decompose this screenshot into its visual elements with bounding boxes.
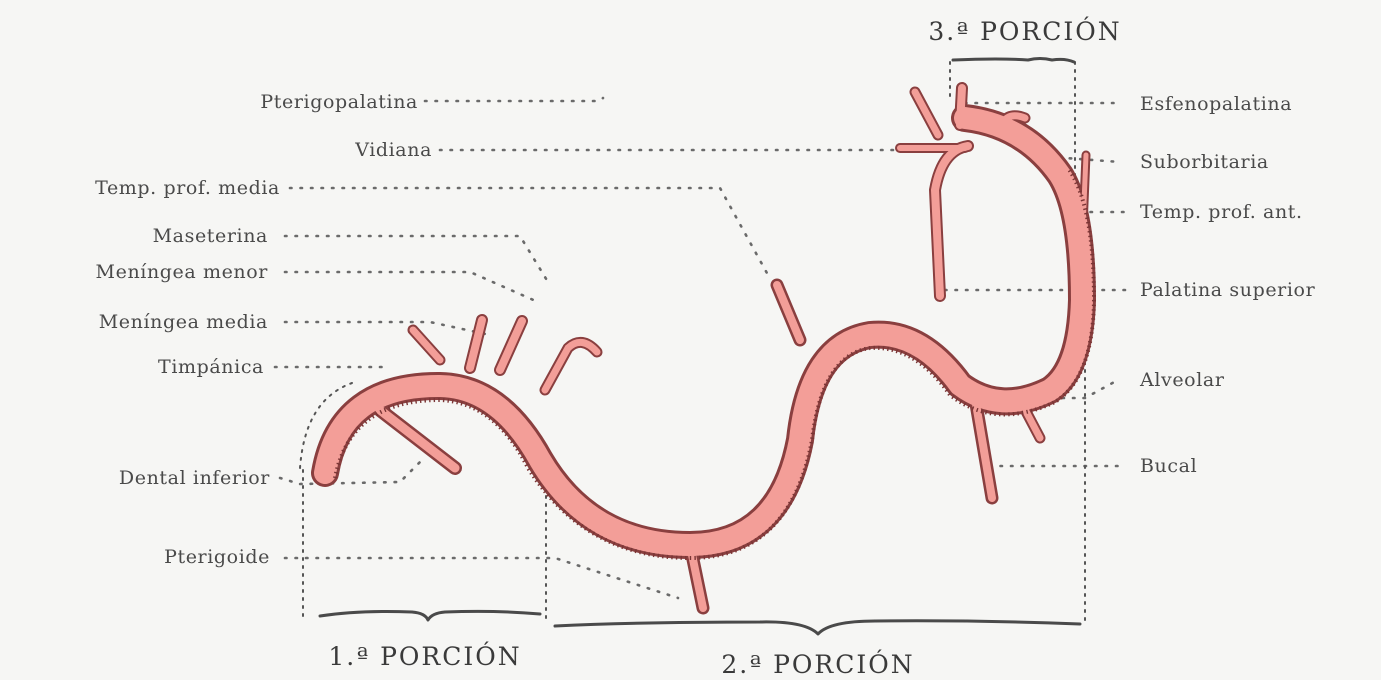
label-pterigoide: Pterigoide xyxy=(164,546,270,568)
brace-portion-1 xyxy=(320,611,540,620)
portion-2-label: 2.ª PORCIÓN xyxy=(721,650,914,679)
leader-pterigopalatina xyxy=(425,98,603,101)
portion-3-label: 3.ª PORCIÓN xyxy=(928,17,1121,46)
leader-meningea-menor xyxy=(285,272,538,302)
leader-meningea-media xyxy=(285,322,490,335)
maxillary-artery xyxy=(325,88,1094,608)
artery-body xyxy=(325,88,1086,608)
label-dental-inferior: Dental inferior xyxy=(119,467,270,489)
label-temp-prof-ant: Temp. prof. ant. xyxy=(1140,201,1303,223)
label-pterigopalatina: Pterigopalatina xyxy=(260,91,418,113)
artery-hatching xyxy=(335,168,1094,558)
leader-pterigoide xyxy=(285,558,678,598)
label-palatina-superior: Palatina superior xyxy=(1140,279,1316,301)
label-esfenopalatina: Esfenopalatina xyxy=(1140,93,1292,115)
right-labels: Esfenopalatina Suborbitaria Temp. prof. … xyxy=(1139,93,1316,477)
leader-maseterina xyxy=(285,236,548,282)
label-maseterina: Maseterina xyxy=(153,225,268,247)
leader-dental-inferior xyxy=(280,462,420,484)
artery-outline xyxy=(325,88,1086,608)
left-labels: Pterigopalatina Vidiana Temp. prof. medi… xyxy=(95,91,432,568)
label-meningea-media: Meníngea media xyxy=(99,311,268,333)
brace-portion-3 xyxy=(953,59,1074,63)
label-temp-prof-media: Temp. prof. media xyxy=(95,177,280,199)
label-timpanica: Timpánica xyxy=(158,356,264,378)
label-suborbitaria: Suborbitaria xyxy=(1140,151,1269,173)
label-vidiana: Vidiana xyxy=(354,139,432,161)
portion-1-label: 1.ª PORCIÓN xyxy=(328,642,521,671)
label-bucal: Bucal xyxy=(1140,455,1197,477)
brace-portion-2 xyxy=(555,621,1080,634)
label-meningea-menor: Meníngea menor xyxy=(96,261,269,283)
leader-temp-prof-media xyxy=(290,188,768,275)
label-alveolar: Alveolar xyxy=(1139,369,1225,391)
